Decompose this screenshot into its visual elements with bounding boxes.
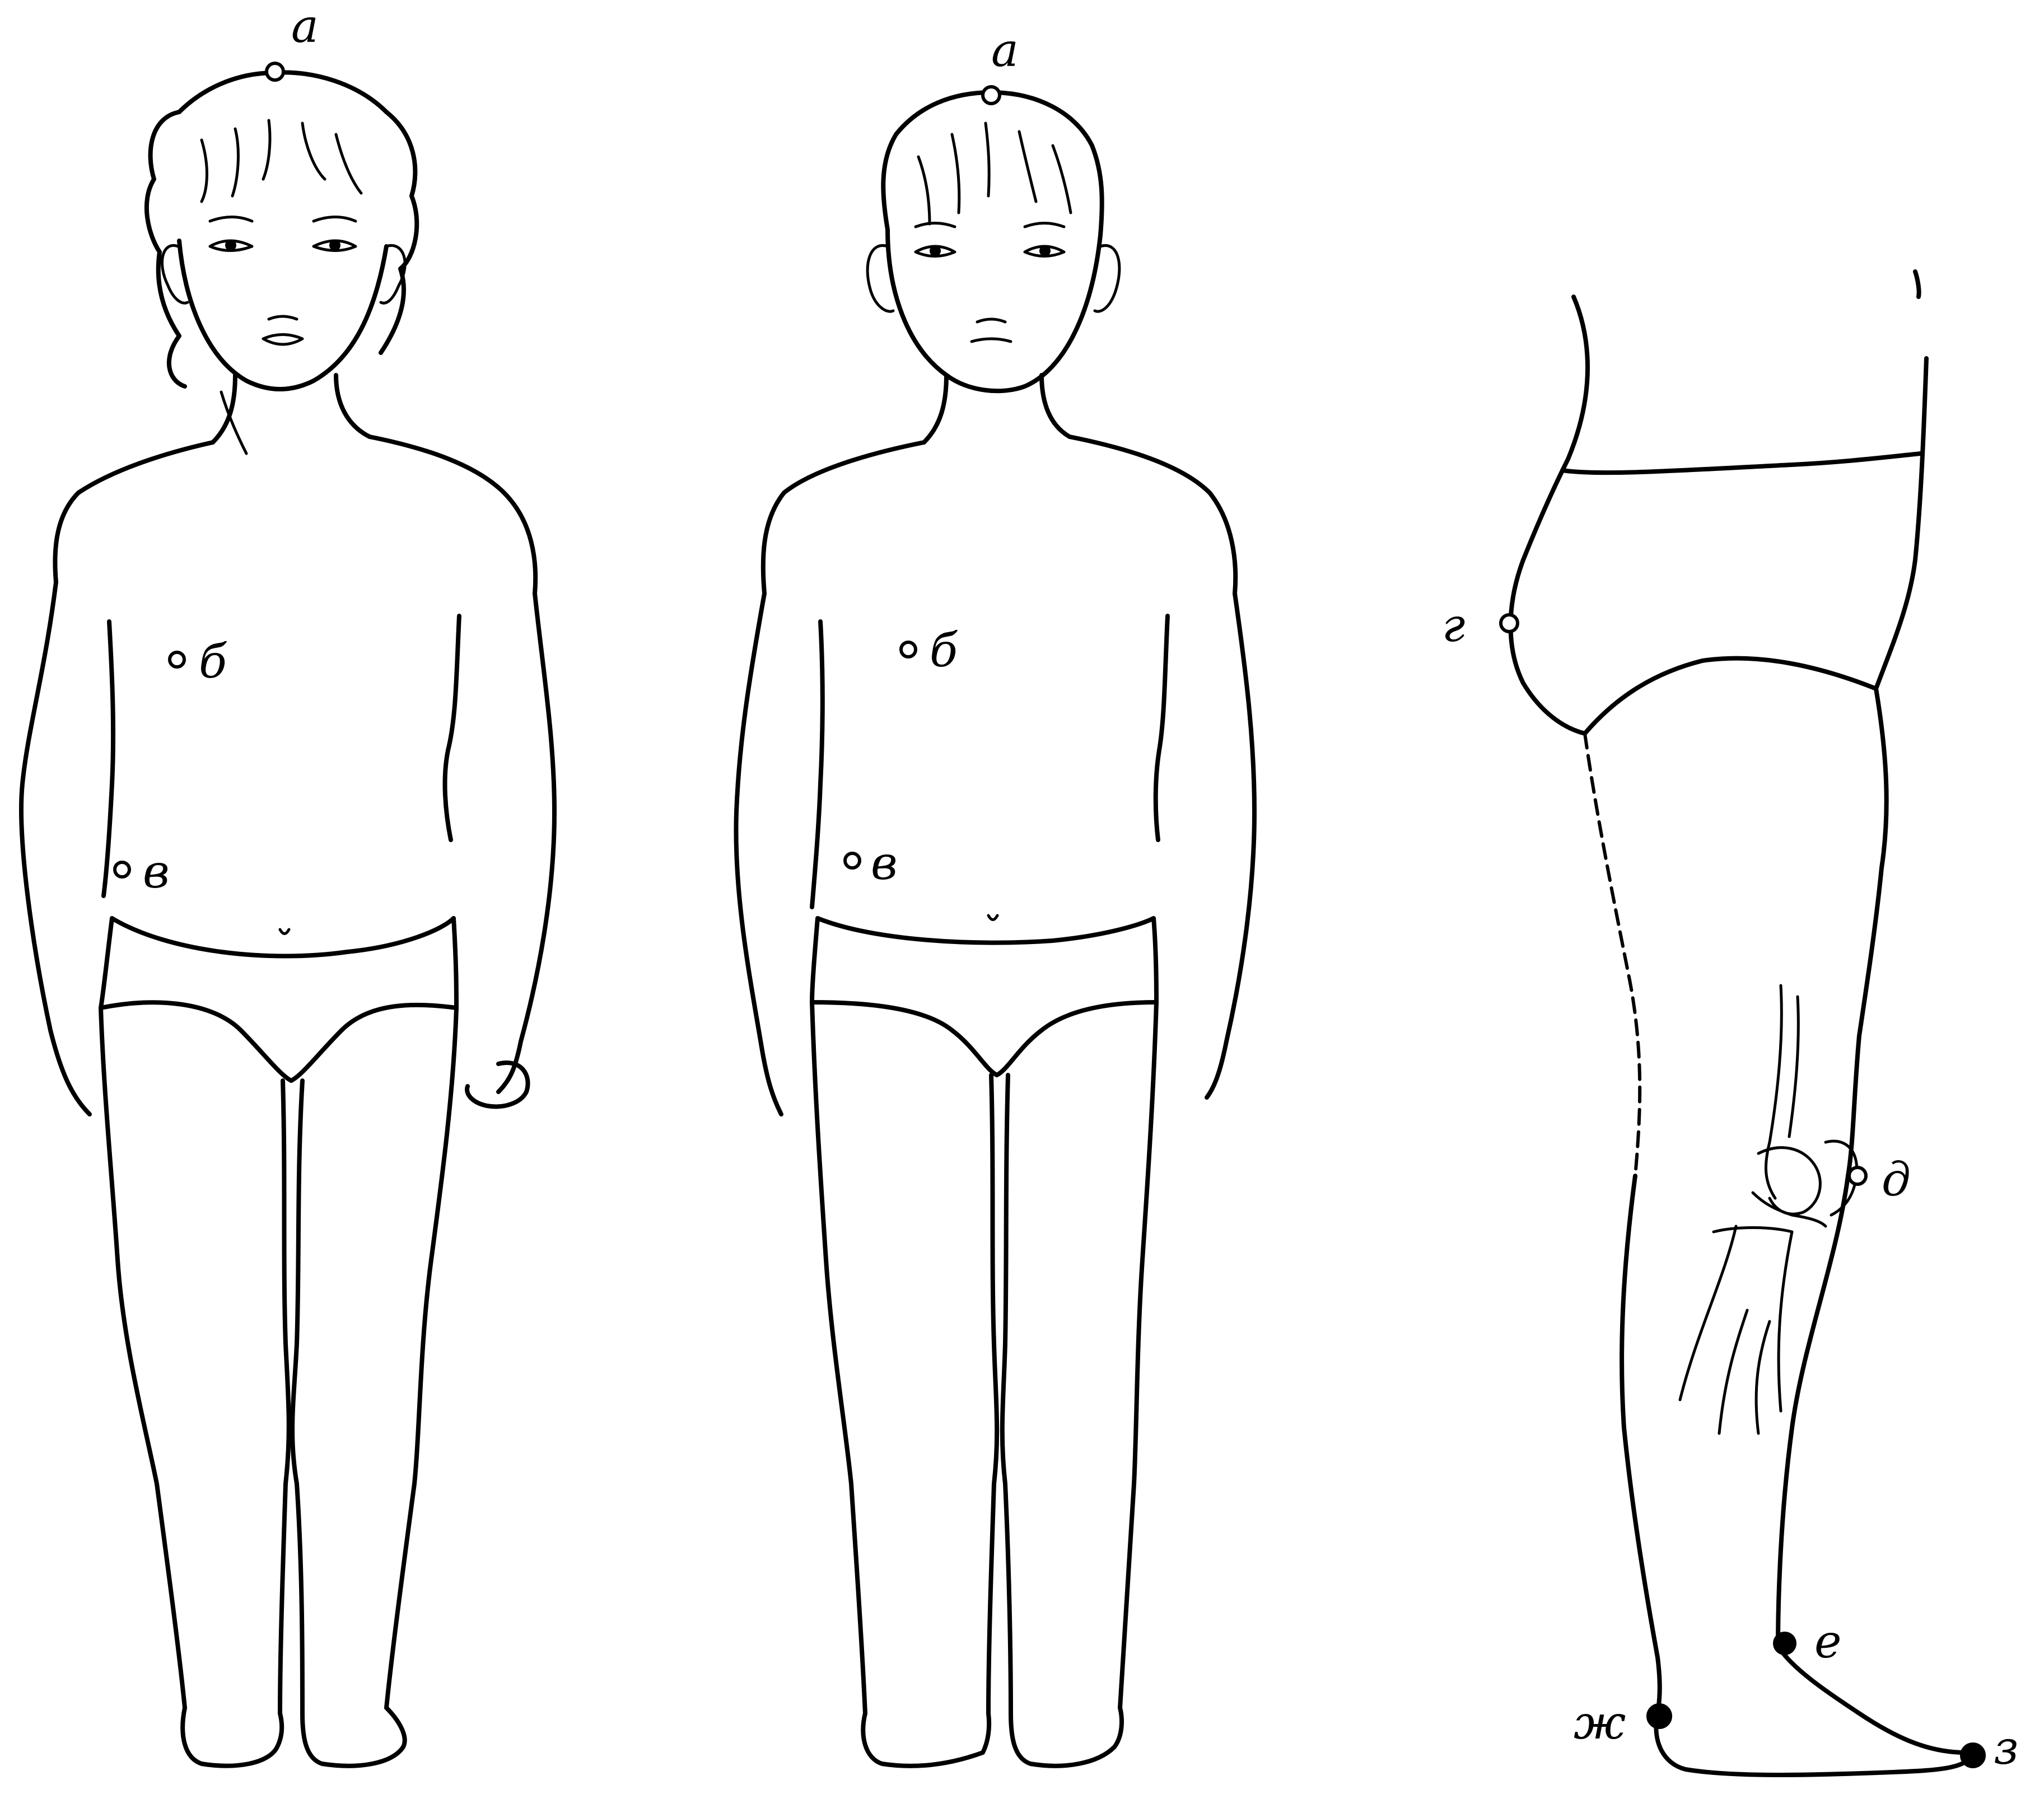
label-b-figure-1: б: [199, 636, 227, 689]
lower-body-side-view: [1511, 272, 1972, 1775]
label-v-figure-2: в: [871, 837, 898, 890]
label-a-figure-2: а: [991, 24, 1019, 77]
point-b-figure-1: [170, 652, 184, 667]
point-v-figure-1: [115, 862, 129, 877]
label-d: д: [1882, 1153, 1911, 1207]
point-z: [1961, 1744, 1985, 1767]
point-e: [1774, 1633, 1795, 1654]
label-e: е: [1814, 1615, 1842, 1669]
label-zh: ж: [1574, 1697, 1626, 1750]
label-z: з: [1994, 1722, 2019, 1775]
point-g: [1501, 615, 1518, 632]
child-figure-front-2: [736, 92, 1254, 1766]
point-a-figure-2: [983, 87, 1000, 104]
label-v-figure-1: в: [143, 845, 170, 899]
point-v-figure-2: [845, 853, 860, 868]
label-g: г: [1442, 599, 1465, 652]
point-b-figure-2: [901, 642, 916, 657]
point-d: [1849, 1167, 1866, 1184]
label-b-figure-2: б: [930, 624, 958, 678]
label-a-figure-1: а: [291, 0, 319, 53]
point-a-figure-1: [267, 63, 283, 80]
point-zh: [1648, 1704, 1671, 1728]
child-figure-front-1: [21, 72, 554, 1765]
